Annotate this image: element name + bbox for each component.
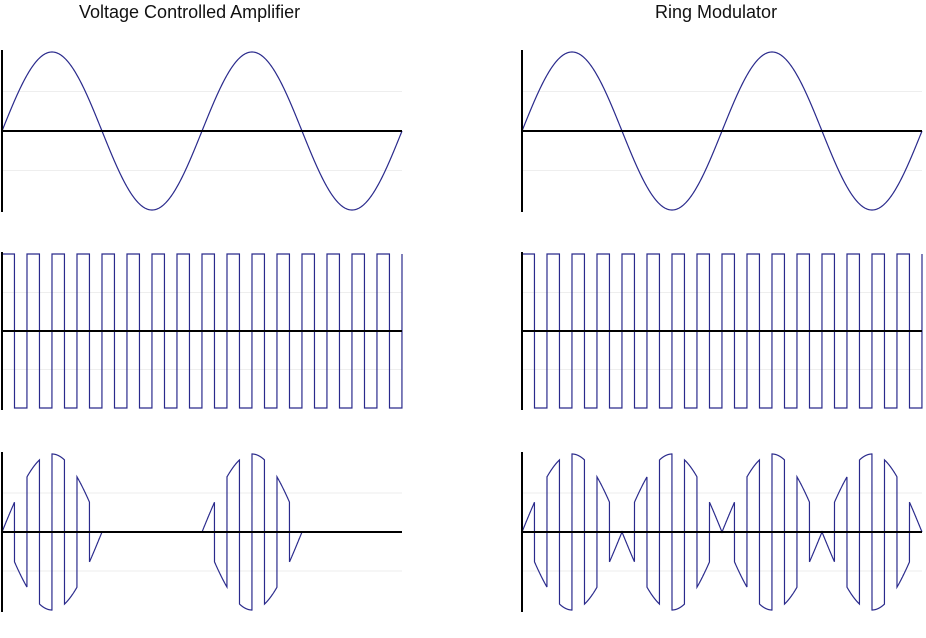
ring-carrier-waveform: [522, 253, 923, 409]
ring-modulator-title: Ring Modulator: [655, 2, 778, 22]
vca-title: Voltage Controlled Amplifier: [79, 2, 301, 22]
vca-carrier-waveform: [2, 253, 403, 409]
